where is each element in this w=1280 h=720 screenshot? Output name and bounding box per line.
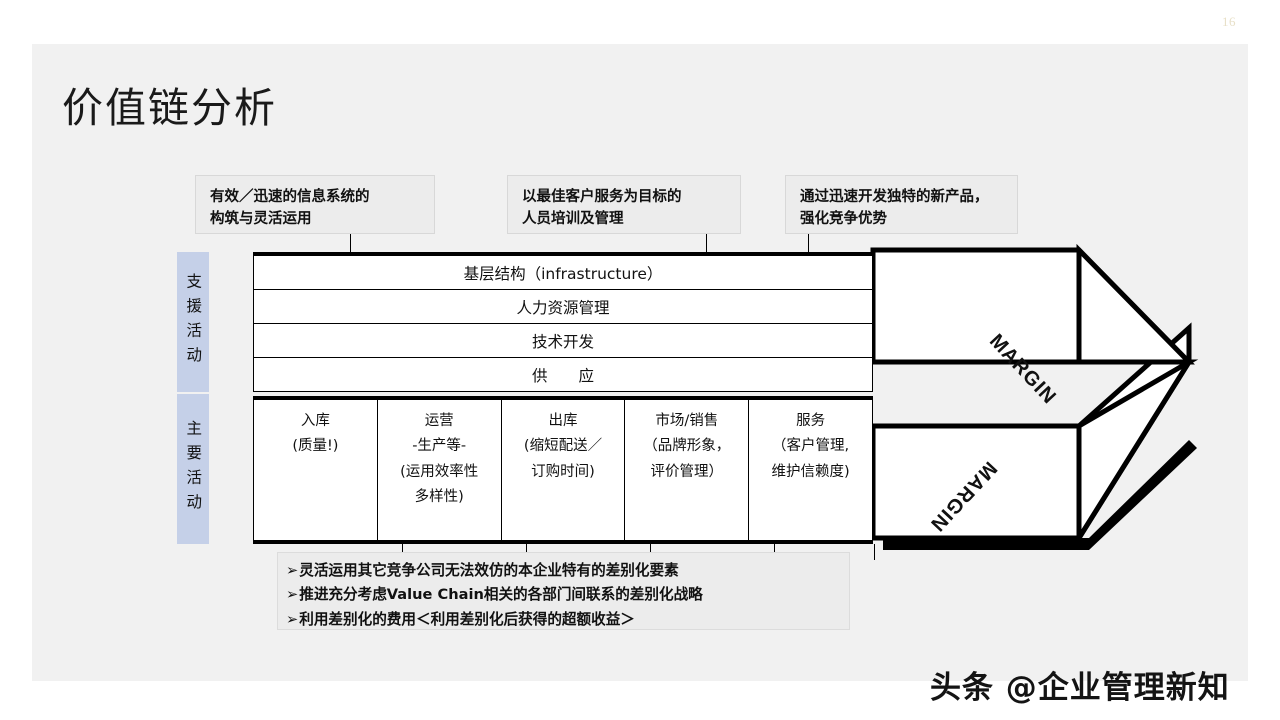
- primary-col-3-line-2: (缩短配送／: [523, 438, 603, 455]
- value-chain-diagram: MARGIN MARGIN 支援活动 主要活动 基层结构（infrastruct…: [177, 243, 1199, 560]
- side-label-primary-text: 主要活动: [184, 420, 203, 518]
- side-label-primary-activities: 主要活动: [177, 394, 209, 544]
- primary-column-service: 服务 （客户管理, 维护信赖度): [749, 400, 872, 540]
- side-label-support-text: 支援活动: [184, 273, 203, 371]
- primary-col-2-line-4: 多样性): [414, 489, 464, 506]
- callout-2-line-2: 人员培训及管理: [522, 211, 624, 228]
- connector-1-stem: [350, 234, 351, 267]
- primary-col-4-line-2: （品牌形象，: [643, 438, 731, 455]
- primary-col-2-line-2: -生产等-: [412, 438, 467, 455]
- bullet-text-1: 灵活运用其它竞争公司无法效仿的本企业特有的差别化要素: [299, 562, 679, 579]
- support-activities-block: 基层结构（infrastructure） 人力资源管理 技术开发 供 应: [253, 252, 873, 392]
- page-number: 16: [1222, 14, 1236, 29]
- primary-col-1-line-2: (质量!): [292, 438, 339, 455]
- bullet-item-3: ➢利用差别化的费用＜利用差别化后获得的超额收益＞: [286, 608, 839, 632]
- bullet-item-2: ➢推进充分考虑Value Chain相关的各部门间联系的差别化战略: [286, 583, 839, 607]
- support-row-hr: 人力资源管理: [254, 290, 872, 324]
- primary-col-5-line-1: 服务: [796, 413, 826, 429]
- callout-2-line-1: 以最佳客户服务为目标的: [522, 189, 682, 205]
- primary-column-marketing-sales: 市场/销售 （品牌形象， 评价管理）: [625, 400, 750, 540]
- primary-col-5-line-2: （客户管理,: [772, 438, 850, 455]
- callout-box-new-products: 通过迅速开发独特的新产品， 强化竞争优势: [785, 175, 1018, 234]
- primary-col-2-line-1: 运营: [424, 413, 454, 429]
- primary-col-3-line-3: 订购时间): [531, 463, 595, 480]
- summary-bullet-box: ➢灵活运用其它竞争公司无法效仿的本企业特有的差别化要素 ➢推进充分考虑Value…: [277, 552, 850, 630]
- support-row-procurement: 供 应: [531, 367, 594, 385]
- callout-3-line-2: 强化竞争优势: [800, 211, 887, 228]
- primary-col-1-line-1: 入库: [300, 413, 330, 429]
- bullet-marker-1: ➢: [286, 562, 299, 579]
- bullet-item-1: ➢灵活运用其它竞争公司无法效仿的本企业特有的差别化要素: [286, 559, 839, 583]
- bullet-marker-2: ➢: [286, 586, 299, 604]
- bullet-text-2: 推进充分考虑Value Chain相关的各部门间联系的差别化战略: [299, 586, 703, 604]
- bullet-text-3: 利用差别化的费用＜利用差别化后获得的超额收益＞: [299, 610, 635, 628]
- callout-1-line-2: 构筑与灵活运用: [210, 211, 312, 228]
- margin-arrow-tip: [1076, 243, 1199, 547]
- watermark: 头条 @企业管理新知: [930, 670, 1230, 706]
- bullet-marker-3: ➢: [286, 610, 299, 628]
- callout-1-line-1: 有效／迅速的信息系统的: [210, 189, 370, 205]
- callout-box-customer-service: 以最佳客户服务为目标的 人员培训及管理: [507, 175, 741, 234]
- primary-col-2-line-3: (运用效率性: [400, 463, 479, 480]
- slide-body: 价值链分析 有效／迅速的信息系统的 构筑与灵活运用 以最佳客户服务为目标的 人员…: [32, 44, 1248, 681]
- primary-col-3-line-1: 出库: [548, 413, 578, 429]
- primary-activities-block: 入库 (质量!) 运营 -生产等- (运用效率性 多样性) 出库 (缩短配送／ …: [253, 396, 873, 544]
- support-row-tech-development: 技术开发: [254, 324, 872, 358]
- callout-3-line-1: 通过迅速开发独特的新产品，: [800, 189, 989, 205]
- primary-col-5-line-3: 维护信赖度): [771, 463, 850, 480]
- callout-box-information-systems: 有效／迅速的信息系统的 构筑与灵活运用: [195, 175, 435, 234]
- primary-column-operations: 运营 -生产等- (运用效率性 多样性): [378, 400, 502, 540]
- margin-arrow-shape: MARGIN MARGIN: [870, 243, 1199, 550]
- primary-column-outbound: 出库 (缩短配送／ 订购时间): [502, 400, 626, 540]
- margin-arrow-svg: [870, 243, 1199, 550]
- tick-mark-5: [874, 544, 875, 560]
- page-title: 价值链分析: [62, 84, 277, 132]
- primary-col-4-line-1: 市场/销售: [655, 413, 719, 429]
- primary-column-inbound: 入库 (质量!): [254, 400, 378, 540]
- side-label-support-activities: 支援活动: [177, 252, 209, 392]
- primary-col-4-line-3: 评价管理）: [650, 463, 724, 480]
- support-row-infrastructure: 基层结构（infrastructure）: [254, 256, 872, 290]
